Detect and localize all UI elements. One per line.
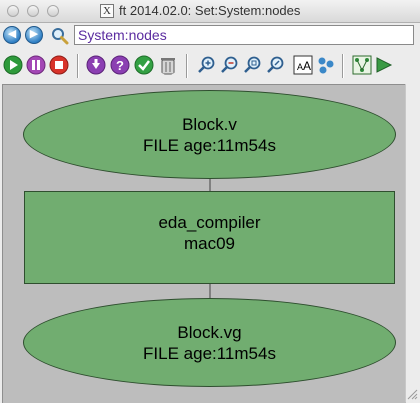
graph-node-eda-compiler[interactable]: eda_compiler mac09 <box>24 191 395 284</box>
vertical-scrollbar[interactable] <box>405 84 420 402</box>
back-arrow-icon[interactable]: ◀ <box>3 26 21 44</box>
trash-icon[interactable] <box>158 55 178 75</box>
stop-icon[interactable] <box>49 55 69 75</box>
zoom-fit-icon[interactable] <box>242 55 262 75</box>
minimize-window-button[interactable] <box>27 5 39 17</box>
svg-text:A: A <box>303 59 311 73</box>
node-label: Block.v <box>182 115 237 134</box>
node-label: Block.vg <box>177 323 242 342</box>
window-title: ft 2014.02.0: Set:System:nodes <box>119 3 301 18</box>
graph-canvas[interactable]: Block.v FILE age:11m54s eda_compiler mac… <box>2 84 406 403</box>
toolbar-separator <box>186 54 188 78</box>
navigation-bar: ◀ ▶ System:nodes <box>0 23 420 48</box>
zoom-reset-icon[interactable] <box>265 55 285 75</box>
forward-arrow-icon[interactable]: ▶ <box>25 26 43 44</box>
node-sublabel: FILE age:11m54s <box>143 344 276 363</box>
svg-text:?: ? <box>116 58 124 73</box>
expand-icon[interactable] <box>374 55 394 75</box>
toolbar-separator <box>77 54 79 78</box>
node-sublabel: mac09 <box>183 234 236 253</box>
graph-edges <box>209 179 211 298</box>
node-sublabel: FILE age:11m54s <box>143 136 276 155</box>
zoom-in-icon[interactable] <box>196 55 216 75</box>
check-icon[interactable] <box>134 55 154 75</box>
layout-icon[interactable] <box>316 55 336 75</box>
x11-app-icon: X <box>100 4 114 18</box>
zoom-out-icon[interactable] <box>219 55 239 75</box>
play-icon[interactable] <box>3 55 23 75</box>
svg-text:A: A <box>297 62 303 72</box>
tree-icon[interactable] <box>352 55 372 75</box>
toolbar-separator <box>342 54 344 78</box>
address-field[interactable]: System:nodes <box>74 25 414 45</box>
close-window-button[interactable] <box>7 5 19 17</box>
magnifier-icon[interactable] <box>51 27 69 45</box>
zoom-window-button[interactable] <box>47 5 59 17</box>
pause-icon[interactable] <box>26 55 46 75</box>
title-bar: X ft 2014.02.0: Set:System:nodes <box>0 0 420 23</box>
resize-grip-icon[interactable] <box>406 388 418 400</box>
node-label: eda_compiler <box>158 213 261 232</box>
graph-node-block-v[interactable]: Block.v FILE age:11m54s <box>23 90 396 179</box>
graph-node-block-vg[interactable]: Block.vg FILE age:11m54s <box>23 298 396 387</box>
download-icon[interactable] <box>86 55 106 75</box>
help-icon[interactable]: ? <box>110 55 130 75</box>
